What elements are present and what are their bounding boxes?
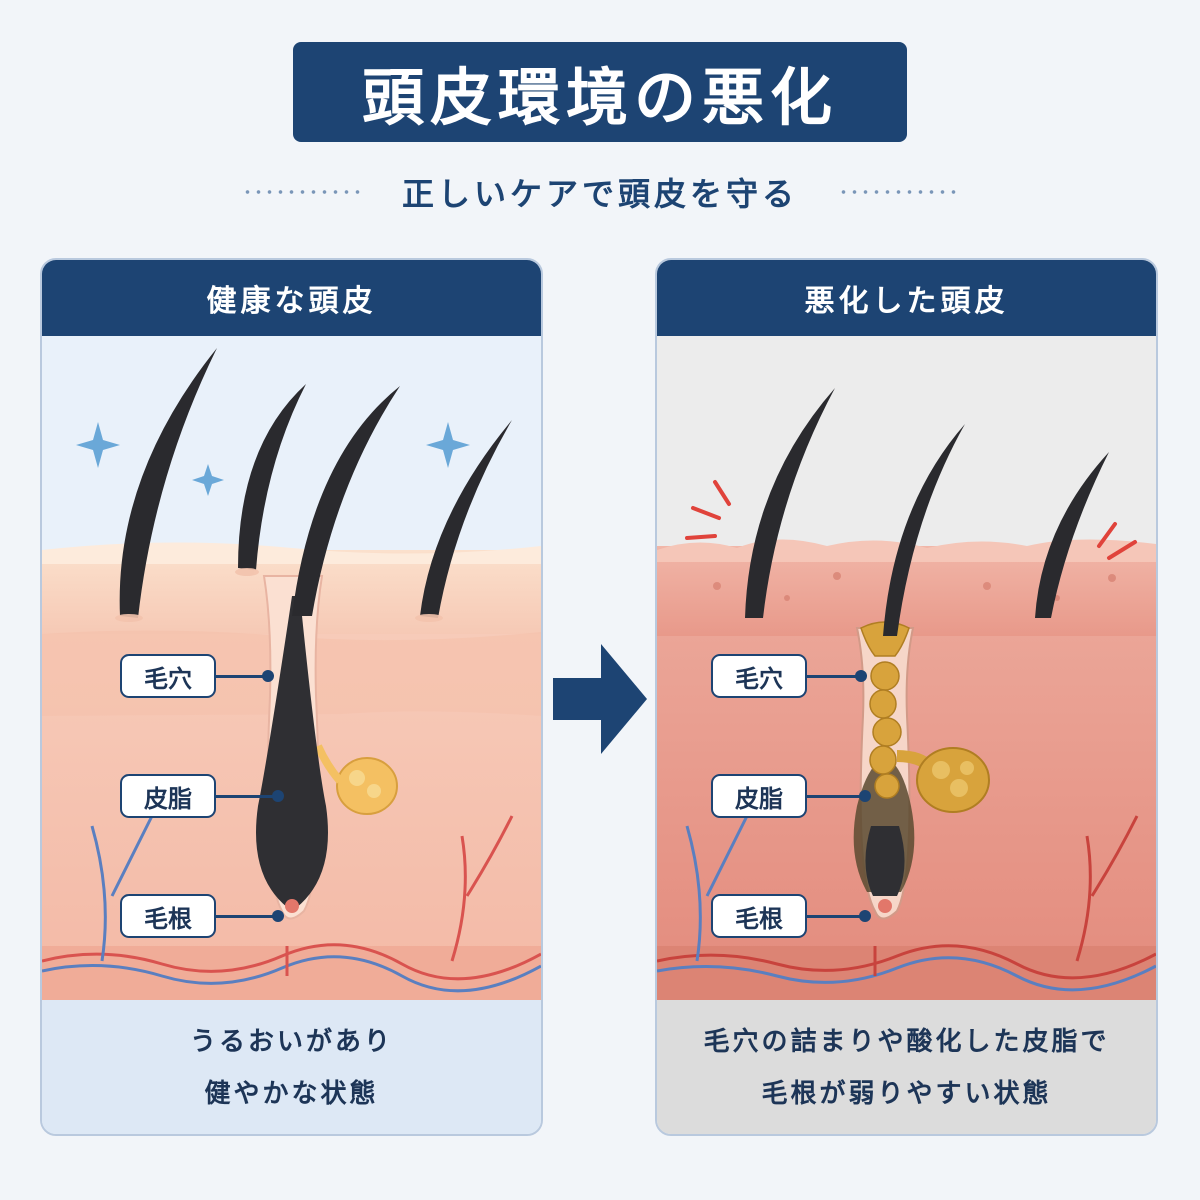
sebum-label: 皮脂 [711, 774, 807, 818]
hairs [119, 348, 512, 618]
sparkle-icons [76, 422, 470, 496]
sebaceous-gland [896, 747, 990, 813]
damaged-scalp-panel: 悪化した頭皮 [655, 258, 1158, 1136]
dotted-divider-right [838, 190, 958, 194]
hair-root-bulb [256, 596, 328, 908]
hairs [745, 388, 1109, 636]
healthy-scalp-panel: 健康な頭皮 [40, 258, 543, 1136]
dotted-divider-left [241, 190, 362, 194]
panel-header-title: 健康な頭皮 [206, 284, 377, 319]
title-banner: 頭皮環境の悪化 [293, 42, 907, 142]
blood-vessels [657, 815, 1156, 992]
root-pointer-dot [859, 910, 871, 922]
pore-pointer-dot [855, 670, 867, 682]
pore-label: 毛穴 [120, 654, 216, 698]
panel-header: 悪化した頭皮 [657, 260, 1156, 336]
panel-caption: うるおいがあり 健やかな状態 [42, 1000, 541, 1134]
root-leader-line [216, 915, 276, 918]
root-pointer-dot [272, 910, 284, 922]
pore-leader-line [216, 675, 266, 678]
healthy-scalp-illustration [42, 348, 541, 1000]
pore-pointer-dot [262, 670, 274, 682]
pore-leader-line [807, 675, 859, 678]
caption-line-1: 毛穴の詰まりや酸化した皮脂で [703, 1027, 1110, 1057]
page-title: 頭皮環境の悪化 [361, 61, 838, 134]
panel-header-title: 悪化した頭皮 [804, 284, 1009, 319]
sebaceous-gland [314, 744, 398, 815]
sebum-leader-line [216, 795, 276, 798]
sebum-leader-line [807, 795, 863, 798]
caption-line-2: 健やかな状態 [204, 1079, 379, 1109]
sebum-pointer-dot [859, 790, 871, 802]
right-arrow-icon [553, 644, 647, 754]
caption-line-2: 毛根が弱りやすい状態 [761, 1079, 1052, 1109]
panel-header: 健康な頭皮 [42, 260, 541, 336]
sebum-label: 皮脂 [120, 774, 216, 818]
root-leader-line [807, 915, 863, 918]
subtitle-row: 正しいケアで頭皮を守る [0, 160, 1200, 224]
subtitle: 正しいケアで頭皮を守る [401, 175, 798, 213]
irritation-icon [685, 480, 1137, 560]
root-label: 毛根 [711, 894, 807, 938]
sebum-pointer-dot [272, 790, 284, 802]
root-label: 毛根 [120, 894, 216, 938]
blood-vessels [42, 815, 541, 993]
panel-caption: 毛穴の詰まりや酸化した皮脂で 毛根が弱りやすい状態 [657, 1000, 1156, 1134]
pore-label: 毛穴 [711, 654, 807, 698]
caption-line-1: うるおいがあり [189, 1027, 393, 1057]
